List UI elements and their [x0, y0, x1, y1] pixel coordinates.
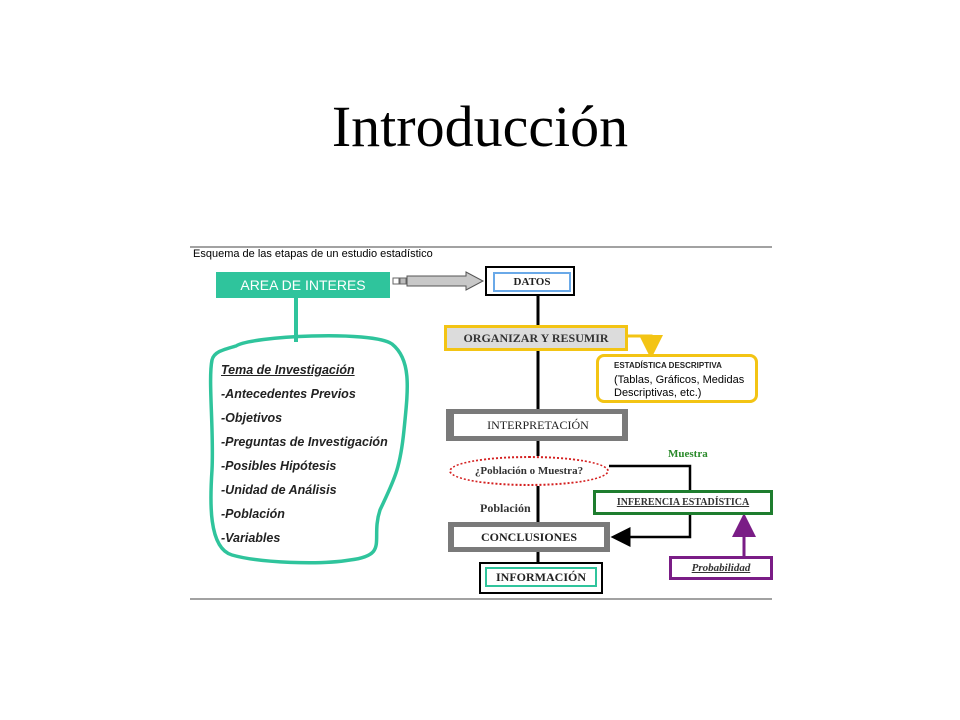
- area-interes-box: AREA DE INTERES: [216, 272, 390, 298]
- datos-box: DATOS: [493, 272, 571, 292]
- diagram-caption: Esquema de las etapas de un estudio esta…: [193, 248, 433, 260]
- informacion-box: INFORMACIÓN: [485, 567, 597, 587]
- muestra-path: [609, 464, 692, 490]
- inferencia-box: INFERENCIA ESTADÍSTICA: [593, 490, 773, 515]
- tema-item: -Antecedentes Previos: [221, 387, 356, 401]
- estadistica-descriptiva-box: [596, 354, 758, 403]
- estadistica-descriptiva-title: ESTADÍSTICA DESCRIPTIVA: [614, 361, 722, 370]
- tema-item: -Unidad de Análisis: [221, 483, 337, 497]
- probabilidad-box: Probabilidad: [669, 556, 773, 580]
- conclusiones-box: CONCLUSIONES: [454, 527, 604, 547]
- estadistica-descriptiva-desc: (Tablas, Gráficos, Medidas Descriptivas,…: [614, 374, 745, 399]
- descriptiva-arrow: [628, 334, 663, 359]
- poblacion-o-muestra-question: ¿Población o Muestra?: [449, 456, 609, 486]
- tema-item: -Preguntas de Investigación: [221, 435, 388, 449]
- inferencia-to-conclusiones: [610, 515, 692, 547]
- area-to-datos-arrow: [392, 271, 485, 291]
- tema-item: -Posibles Hipótesis: [221, 459, 337, 473]
- tema-item: -Objetivos: [221, 411, 283, 425]
- tema-outline: [208, 334, 410, 565]
- poblacion-label: Población: [480, 501, 531, 515]
- page-title: Introducción: [331, 94, 629, 159]
- tema-item: -Población: [221, 507, 285, 521]
- tema-list: Tema de Investigación -Antecedentes Prev…: [221, 358, 388, 550]
- organizar-box: ORGANIZAR Y RESUMIR: [444, 325, 628, 351]
- muestra-label: Muestra: [668, 448, 708, 460]
- tema-heading: Tema de Investigación: [221, 363, 355, 377]
- tema-item: -Variables: [221, 531, 281, 545]
- interpretacion-box: INTERPRETACIÓN: [454, 414, 622, 436]
